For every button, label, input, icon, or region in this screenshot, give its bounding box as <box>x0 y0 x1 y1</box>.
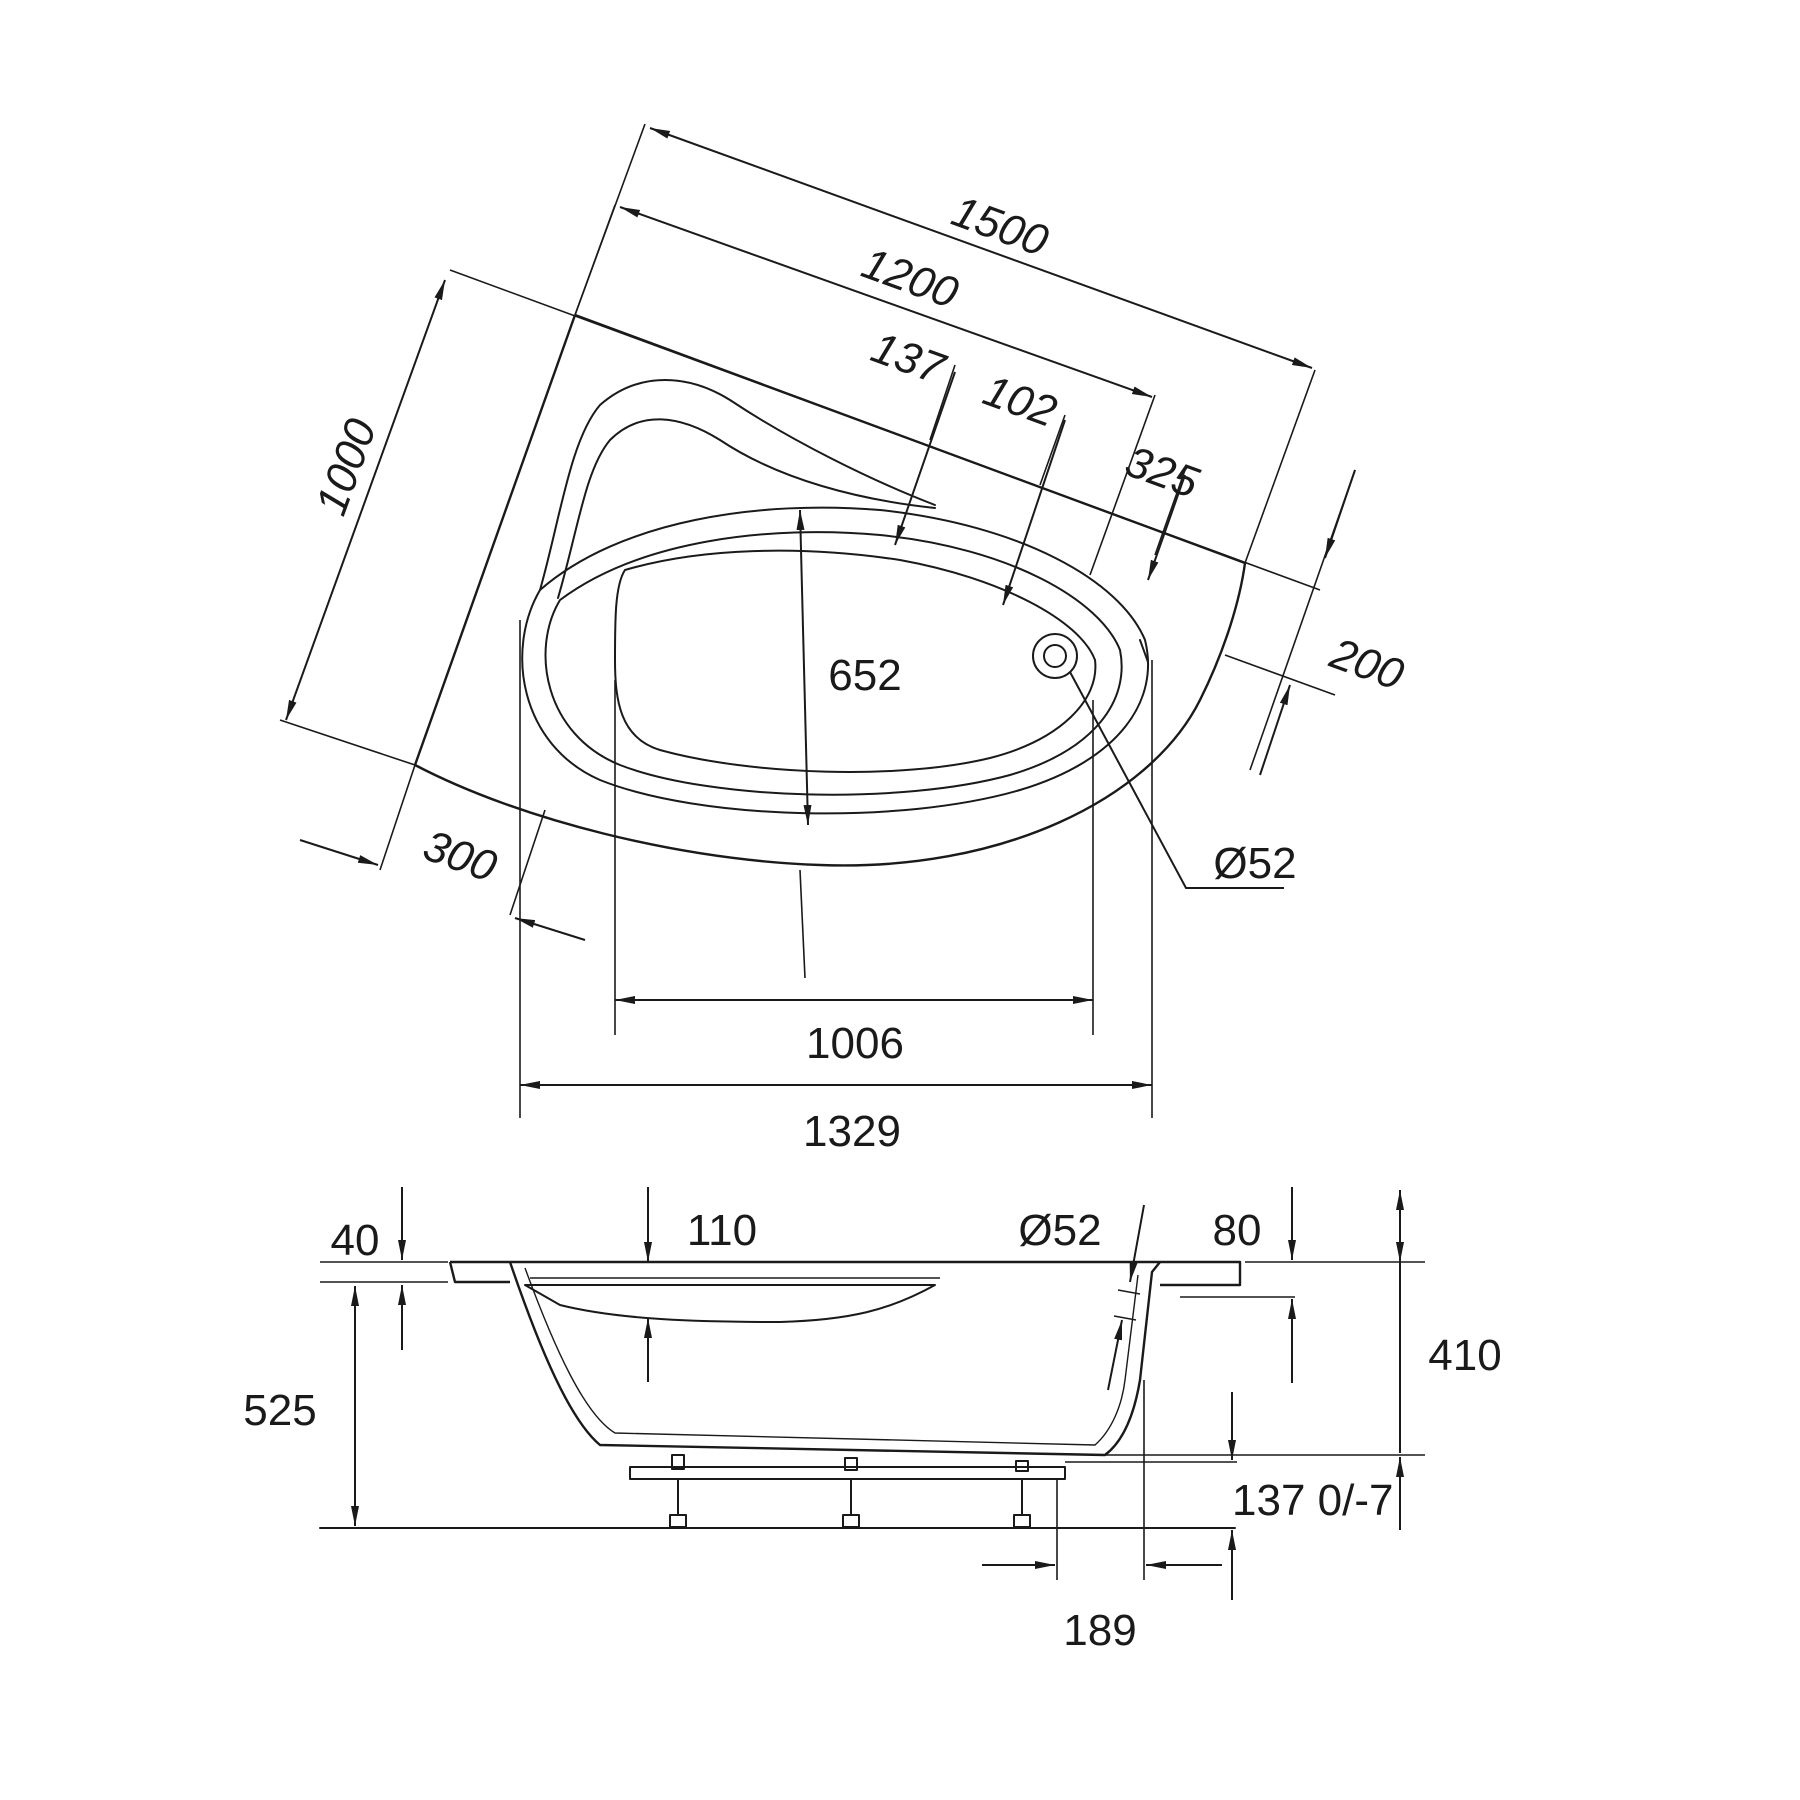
support-frame <box>629 1466 1066 1480</box>
label-1000: 1000 <box>307 412 387 521</box>
dim-line-300-b <box>514 917 586 941</box>
dim-line-1500 <box>649 127 1313 369</box>
tub-outline-side <box>319 1260 1242 1529</box>
dimension-lines-side <box>351 1187 1404 1600</box>
label-137: 137 <box>865 323 952 395</box>
dim-line-overflow-b <box>1107 1319 1123 1391</box>
dim-line-102 <box>1002 419 1066 606</box>
label-40: 40 <box>331 1216 380 1265</box>
leg-middle <box>842 1457 860 1528</box>
label-325: 325 <box>1119 437 1205 508</box>
label-1329: 1329 <box>803 1107 901 1156</box>
dim-line-300-a <box>299 839 379 866</box>
leader-drain <box>1069 671 1284 889</box>
dim-line-200-a <box>1324 469 1356 559</box>
label-110: 110 <box>687 1206 757 1255</box>
label-1006: 1006 <box>806 1019 904 1068</box>
label-1200: 1200 <box>856 239 965 319</box>
dim-line-325 <box>1147 474 1186 581</box>
label-102: 102 <box>977 366 1063 437</box>
dim-line-652 <box>796 509 812 826</box>
dimension-lines-top <box>285 127 1356 1089</box>
dim-line-1000 <box>285 279 446 721</box>
label-410: 410 <box>1428 1331 1501 1380</box>
label-overflow-diameter: Ø52 <box>1018 1206 1101 1255</box>
dimension-text-top: 1500 1200 137 102 325 200 1000 300 652 1… <box>307 187 1411 1156</box>
extension-lines-top <box>279 123 1356 1118</box>
label-leg-adjust: 137 0/-7 <box>1232 1476 1393 1525</box>
dim-line-137 <box>894 371 956 546</box>
dimension-text-side: 40 525 110 Ø52 80 410 137 0/-7 189 <box>243 1206 1501 1655</box>
label-200: 200 <box>1323 628 1410 700</box>
label-80: 80 <box>1213 1206 1262 1255</box>
label-drain-diameter: Ø52 <box>1213 839 1296 888</box>
leg-left <box>669 1454 687 1528</box>
side-view: 40 525 110 Ø52 80 410 137 0/-7 189 <box>243 1187 1502 1655</box>
top-view: 1500 1200 137 102 325 200 1000 300 652 1… <box>279 123 1411 1156</box>
label-652: 652 <box>828 651 901 700</box>
extension-lines-side <box>320 1261 1425 1580</box>
dim-line-1200 <box>619 206 1153 398</box>
tub-outline-top <box>413 313 1247 867</box>
leg-right <box>1013 1460 1031 1528</box>
drain-outer-circle <box>1032 633 1078 679</box>
label-189: 189 <box>1063 1606 1136 1655</box>
dim-line-overflow-a <box>1129 1204 1145 1283</box>
drain-inner-circle <box>1043 644 1067 668</box>
dim-line-200-b <box>1259 684 1291 776</box>
label-525: 525 <box>243 1386 316 1435</box>
label-300: 300 <box>417 821 503 892</box>
